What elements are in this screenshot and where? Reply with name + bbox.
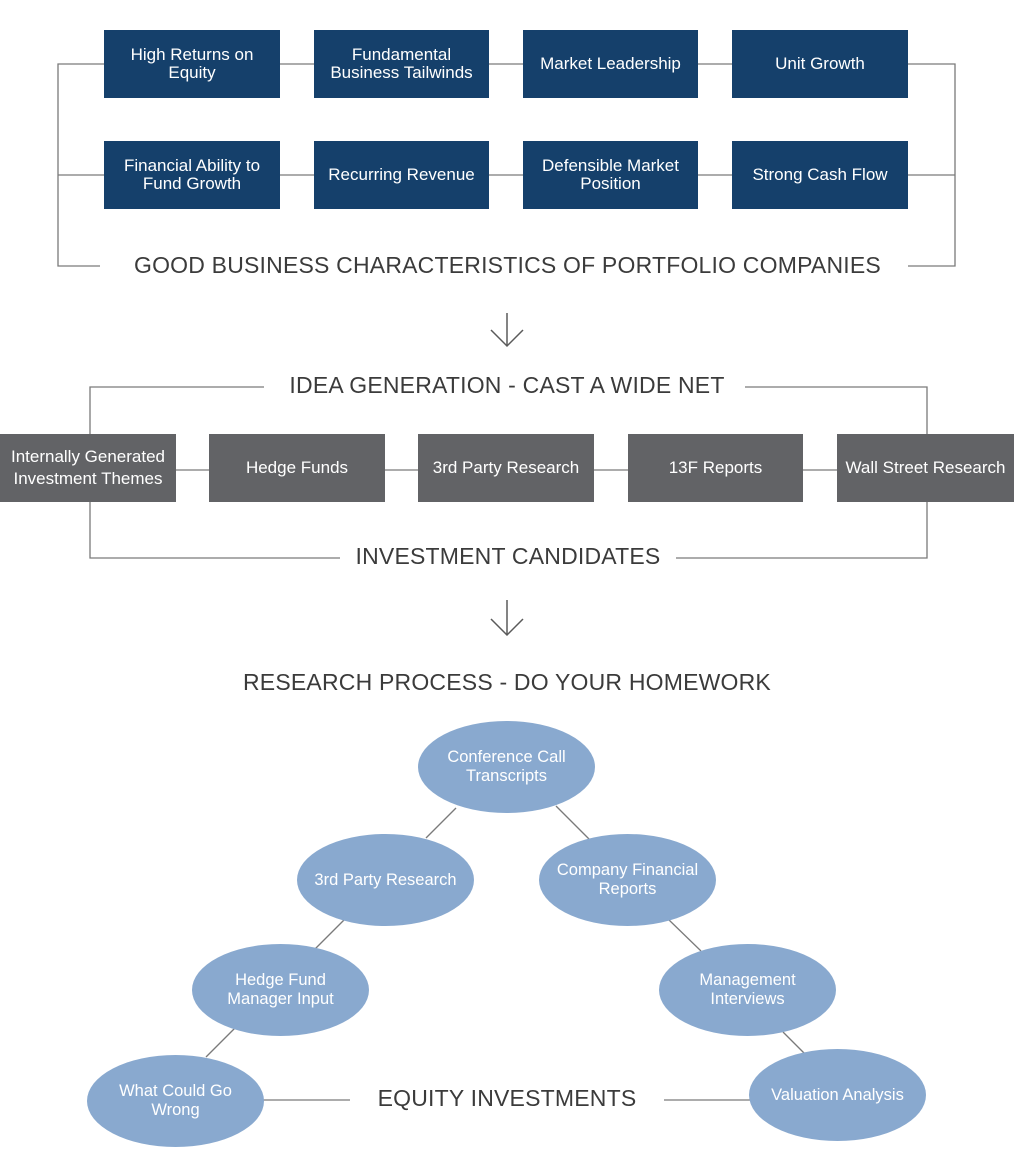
- idea-bracket-right: [745, 386, 928, 434]
- characteristic-recurring-revenue: Recurring Revenue: [314, 141, 489, 209]
- characteristic-market-leadership: Market Leadership: [523, 30, 698, 98]
- source-wall-street-research: Wall Street Research: [837, 434, 1014, 502]
- characteristics-bracket-left: [57, 63, 104, 267]
- source-internal-themes: Internally Generated Investment Themes: [0, 434, 176, 502]
- research-step-what-could-go-wrong: What Could Go Wrong: [87, 1055, 264, 1147]
- down-arrow-icon: [490, 600, 524, 637]
- characteristic-high-returns: High Returns on Equity: [104, 30, 280, 98]
- characteristic-unit-growth: Unit Growth: [732, 30, 908, 98]
- research-step-valuation-analysis: Valuation Analysis: [749, 1049, 926, 1141]
- equity-investments-heading: EQUITY INVESTMENTS: [352, 1085, 662, 1115]
- characteristic-business-tailwinds: Fundamental Business Tailwinds: [314, 30, 489, 98]
- research-process-heading: RESEARCH PROCESS - DO YOUR HOMEWORK: [220, 669, 794, 699]
- research-step-financial-reports: Company Financial Reports: [539, 834, 716, 926]
- source-third-party-research: 3rd Party Research: [418, 434, 594, 502]
- source-13f-reports: 13F Reports: [628, 434, 803, 502]
- characteristics-bracket-right: [908, 63, 956, 267]
- research-step-management-interviews: Management Interviews: [659, 944, 836, 1036]
- candidates-bracket-right: [676, 502, 928, 559]
- source-hedge-funds: Hedge Funds: [209, 434, 385, 502]
- idea-bracket-left: [89, 386, 264, 434]
- candidates-bracket-left: [89, 502, 340, 559]
- down-arrow-icon: [490, 313, 524, 348]
- research-step-conference-calls: Conference Call Transcripts: [418, 721, 595, 813]
- characteristic-defensible-position: Defensible Market Position: [523, 141, 698, 209]
- research-step-hedge-fund-input: Hedge Fund Manager Input: [192, 944, 369, 1036]
- characteristic-fund-growth: Financial Ability to Fund Growth: [104, 141, 280, 209]
- investment-candidates-heading: INVESTMENT CANDIDATES: [340, 543, 676, 573]
- characteristics-heading: GOOD BUSINESS CHARACTERISTICS OF PORTFOL…: [120, 252, 894, 282]
- characteristic-strong-cash-flow: Strong Cash Flow: [732, 141, 908, 209]
- research-step-third-party-research: 3rd Party Research: [297, 834, 474, 926]
- idea-generation-heading: IDEA GENERATION - CAST A WIDE NET: [270, 372, 744, 402]
